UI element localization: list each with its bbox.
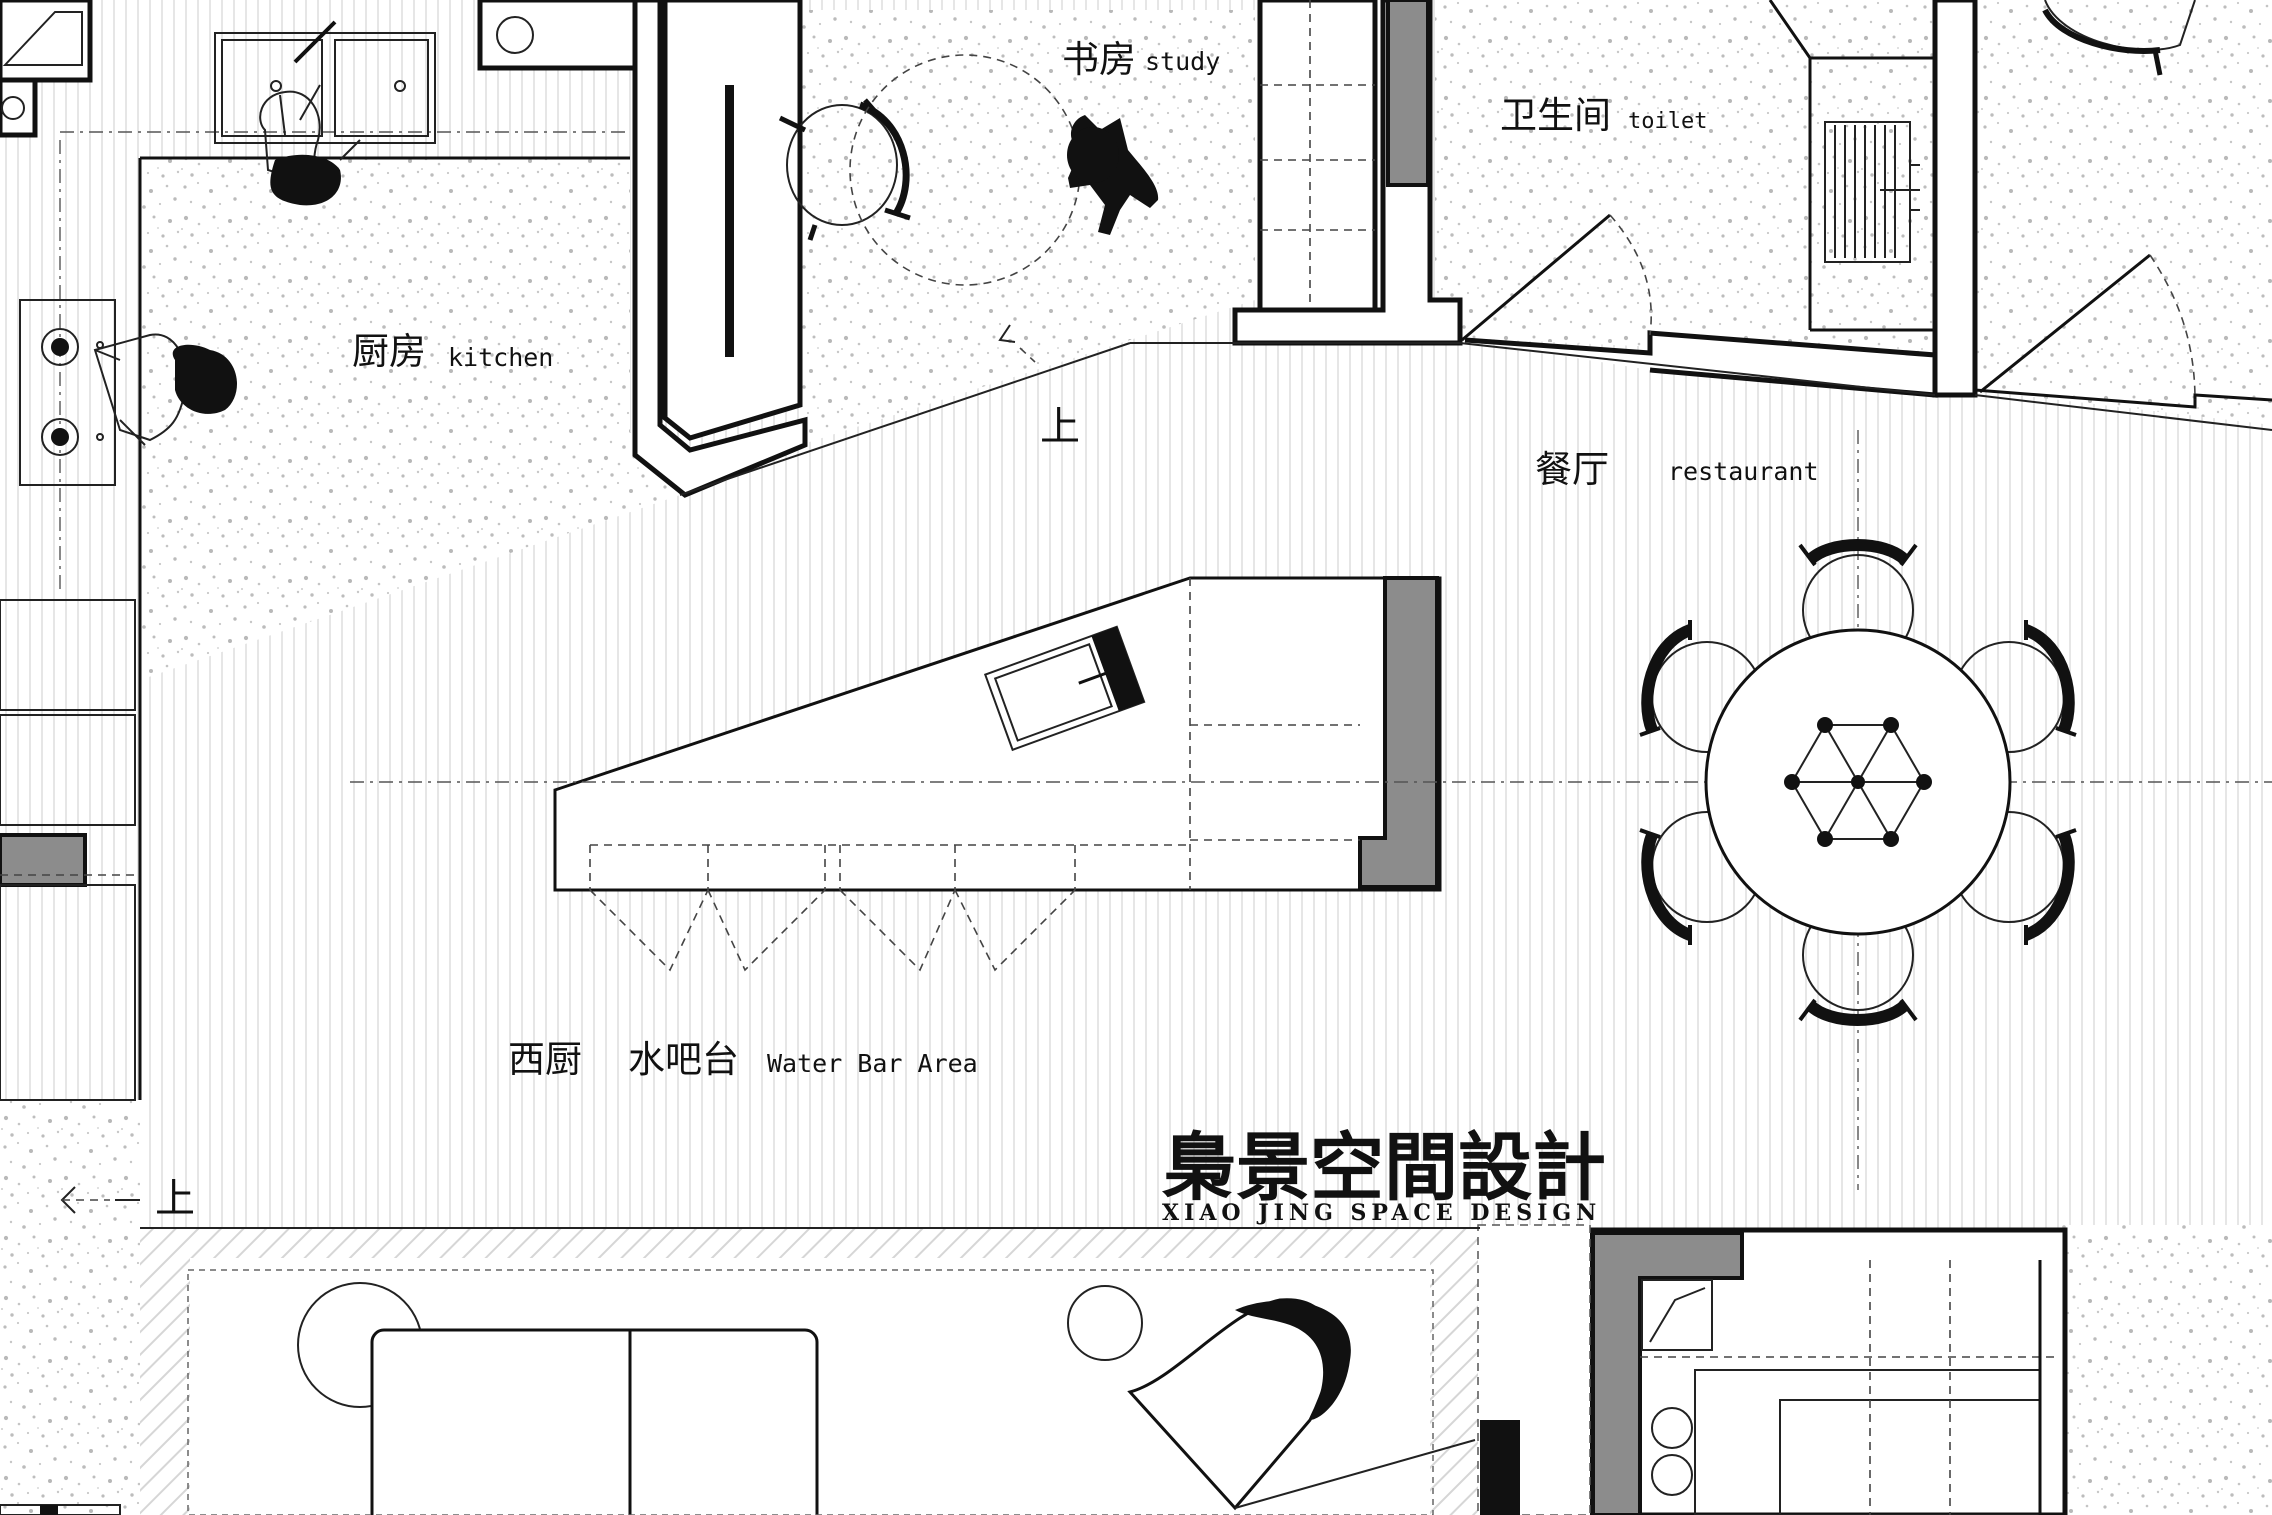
restaurant-label-cn: 餐厅	[1535, 448, 1609, 491]
person-icon	[259, 84, 361, 206]
water-bar-counter[interactable]	[553, 576, 1442, 972]
living-rug	[187, 1269, 1434, 1515]
toilet-door	[1461, 213, 2196, 401]
stair-up-marker: 上	[60, 1176, 195, 1222]
table-centerpiece	[1784, 717, 1932, 847]
lounge-chair-icon	[1127, 1298, 1476, 1511]
restaurant-label-en: restaurant	[1668, 457, 1819, 486]
water-bar-label-cn1: 西厨	[508, 1038, 582, 1081]
chair-icon	[778, 98, 911, 241]
stair-up-marker: 上	[998, 324, 1080, 450]
water-bar-label-en: Water Bar Area	[767, 1049, 978, 1078]
sink-icon	[983, 625, 1146, 752]
dog-icon	[1067, 115, 1159, 235]
side-table	[1067, 1285, 1143, 1361]
stair-up-label: 上	[155, 1176, 195, 1222]
dining-chair-nw	[1639, 620, 1763, 753]
study-label-cn: 书房	[1062, 38, 1136, 81]
toilet-vanity	[1808, 58, 1935, 332]
stove-icon	[19, 299, 116, 486]
brand-name-cn: 梟景空間設計	[1161, 1125, 1606, 1211]
brand-name-en: XIAO JING SPACE DESIGN	[1162, 1200, 1601, 1226]
brand-logo: 梟景空間設計 XIAO JING SPACE DESIGN	[1161, 1125, 1606, 1226]
kitchen-label-cn: 厨房	[352, 330, 426, 373]
study-label-en: study	[1145, 47, 1220, 76]
stair-up-label: 上	[1040, 404, 1080, 450]
round-table-icon	[350, 430, 2272, 1190]
sofa-icon	[297, 1282, 819, 1515]
person-icon	[93, 333, 237, 446]
sink-icon	[214, 20, 436, 144]
kitchen-label-en: kitchen	[448, 343, 553, 372]
chair-icon	[2042, 0, 2196, 76]
toilet-label-en: toilet	[1628, 109, 1707, 134]
toilet-label-cn: 卫生间	[1500, 94, 1611, 137]
water-bar-label-cn2: 水吧台	[628, 1038, 739, 1081]
